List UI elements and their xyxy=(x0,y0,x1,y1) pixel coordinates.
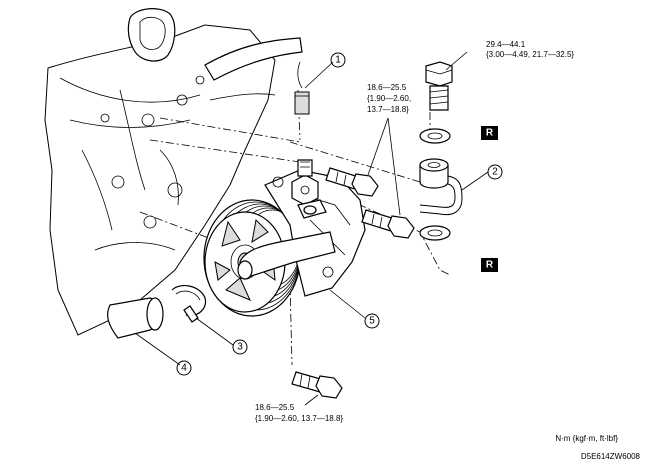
torque-value-alt-units: {3.00—4.49, 21.7—32.5} xyxy=(486,50,574,59)
figure-code: D5E614ZW6008 xyxy=(581,452,641,461)
callout-number: 3 xyxy=(237,342,243,353)
replace-badge-label: R xyxy=(486,260,494,271)
torque-spec-middle: 18.6—25.5 {1.90—2.60, 13.7—18.8} xyxy=(367,83,411,114)
callout-number: 2 xyxy=(492,167,498,178)
callout-number: 4 xyxy=(181,363,187,374)
bolt-middle-lower xyxy=(361,209,415,239)
replace-badge-label: R xyxy=(486,128,494,139)
bolt-middle-upper xyxy=(325,167,379,197)
torque-spec-bottom: 18.6—25.5 {1.90—2.60, 13.7—18.8} xyxy=(255,403,343,423)
callout-1: 1 xyxy=(330,52,346,68)
pump-body xyxy=(237,159,366,297)
torque-spec-top-right: 29.4—44.1 {3.00—4.49, 21.7—32.5} xyxy=(486,40,574,59)
engine-block xyxy=(44,8,303,336)
torque-value-alt-units-cont: 13.7—18.8} xyxy=(367,105,409,114)
bolt-bottom xyxy=(291,371,343,399)
torque-value-alt-units: {1.90—2.60, 13.7—18.8} xyxy=(255,414,343,423)
torque-value-alt-units: {1.90—2.60, xyxy=(367,94,411,103)
callout-number: 1 xyxy=(335,55,341,66)
hose-clamp xyxy=(171,284,207,323)
washer-lower xyxy=(419,225,451,241)
callout-4: 4 xyxy=(176,360,192,376)
replace-badge-upper: R xyxy=(481,126,498,140)
callout-5: 5 xyxy=(364,313,380,329)
torque-value: 18.6—25.5 xyxy=(367,83,407,92)
units-note: N·m {kgf·m, ft·lbf} xyxy=(555,434,618,443)
electrical-connector xyxy=(294,61,310,115)
torque-value: 29.4—44.1 xyxy=(486,40,526,49)
leader-lines xyxy=(134,51,489,406)
return-hose xyxy=(107,297,164,339)
callout-2: 2 xyxy=(487,164,503,180)
torque-value: 18.6—25.5 xyxy=(255,403,295,412)
callout-number: 5 xyxy=(369,316,375,327)
pressure-pipe xyxy=(419,158,463,216)
replace-badge-lower: R xyxy=(481,258,498,272)
bolt-top-right xyxy=(425,61,453,111)
callout-3: 3 xyxy=(232,339,248,355)
washer-upper xyxy=(419,128,451,144)
